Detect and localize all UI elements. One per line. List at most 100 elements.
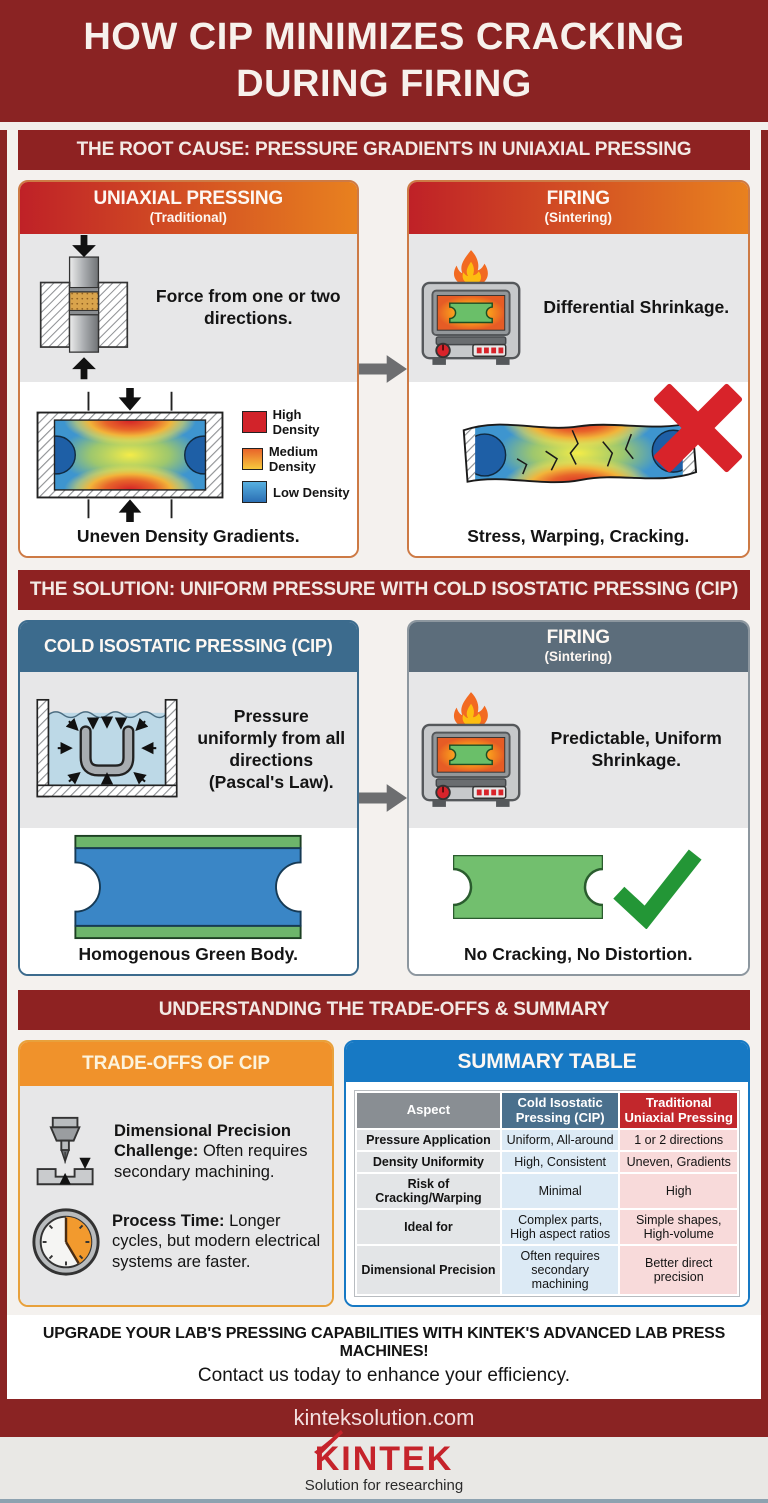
banner-root-cause: THE ROOT CAUSE: PRESSURE GRADIENTS IN UN… bbox=[18, 130, 750, 170]
legend-item-high: High Density bbox=[242, 407, 351, 437]
cta-regular-line: Contact us today to enhance your efficie… bbox=[197, 1365, 571, 1387]
green-checkmark-icon bbox=[611, 845, 703, 929]
tradeoffs-panel-header: TRADE-OFFS OF CIP bbox=[20, 1042, 332, 1086]
cip-panel-header: COLD ISOSTATIC PRESSING (CIP) bbox=[20, 622, 357, 672]
right-arrow-icon bbox=[358, 784, 407, 812]
firing1-panel-subtitle: (Sintering) bbox=[544, 210, 613, 226]
col-header-traditional: Traditional Uniaxial Pressing bbox=[620, 1093, 737, 1129]
banner-solution: THE SOLUTION: UNIFORM PRESSURE WITH COLD… bbox=[18, 570, 750, 610]
summary-body: Aspect Cold Isostatic Pressing (CIP) Tra… bbox=[346, 1082, 748, 1306]
uniaxial-panel-bottom: High Density Medium Density Low Density … bbox=[20, 382, 357, 556]
website-link[interactable]: kinteksolution.com bbox=[293, 1405, 475, 1431]
tradeoff-time-rest: Longer cycles, but modern electrical sys… bbox=[112, 1212, 321, 1271]
cip-panel-bottom: Homogenous Green Body. bbox=[20, 828, 357, 974]
table-row: Dimensional Precision Often requires sec… bbox=[357, 1246, 737, 1295]
page-title-line2: DURING FIRING bbox=[236, 63, 532, 105]
uniaxial-pressing-panel: UNIAXIAL PRESSING (Traditional) bbox=[18, 180, 359, 558]
tradeoffs-panel-title: TRADE-OFFS OF CIP bbox=[82, 1052, 270, 1074]
row-tradeoffs: TRADE-OFFS OF CIP bbox=[7, 1040, 761, 1308]
red-x-icon bbox=[644, 374, 748, 482]
cell-cip-1: High, Consistent bbox=[501, 1152, 619, 1173]
firing1-description: Differential Shrinkage. bbox=[543, 297, 730, 318]
brand-tagline: Solution for researching bbox=[304, 1477, 464, 1495]
sintered-part-row bbox=[453, 834, 703, 940]
furnace-icon bbox=[417, 690, 525, 810]
table-row: Risk of Cracking/Warping Minimal High bbox=[357, 1174, 737, 1209]
legend-item-low: Low Density bbox=[242, 481, 351, 503]
banner-tradeoffs: UNDERSTANDING THE TRADE-OFFS & SUMMARY bbox=[18, 990, 750, 1030]
table-row: Density Uniformity High, Consistent Unev… bbox=[357, 1152, 737, 1173]
density-gradient-die-icon bbox=[26, 388, 234, 522]
firing2-panel-subtitle: (Sintering) bbox=[544, 649, 613, 665]
summary-panel-title: SUMMARY TABLE bbox=[457, 1050, 637, 1074]
uniaxial-panel-subtitle: (Traditional) bbox=[149, 210, 227, 226]
table-row: Pressure Application Uniform, All-around… bbox=[357, 1130, 737, 1151]
cell-cip-2: Minimal bbox=[501, 1174, 619, 1209]
tradeoff-item-precision: Dimensional Precision Challenge: Often r… bbox=[30, 1114, 322, 1190]
row-solution: COLD ISOSTATIC PRESSING (CIP) bbox=[7, 620, 761, 976]
uniaxial-press-icon bbox=[28, 235, 140, 381]
medium-density-swatch bbox=[242, 448, 263, 470]
sintered-part-icon bbox=[453, 855, 604, 919]
high-density-swatch bbox=[242, 411, 267, 433]
cell-trad-3: Simple shapes, High-volume bbox=[620, 1210, 737, 1245]
uniaxial-panel-header: UNIAXIAL PRESSING (Traditional) bbox=[20, 182, 357, 234]
furnace-icon bbox=[417, 248, 525, 368]
legend-item-medium: Medium Density bbox=[242, 444, 351, 474]
cell-cip-3: Complex parts, High aspect ratios bbox=[501, 1210, 619, 1245]
col-header-cip: Cold Isostatic Pressing (CIP) bbox=[501, 1093, 619, 1129]
firing2-caption: No Cracking, No Distortion. bbox=[464, 944, 693, 964]
firing2-panel-title: FIRING bbox=[546, 627, 610, 649]
tradeoff-item-time: Process Time: Longer cycles, but modern … bbox=[30, 1206, 322, 1278]
cip-panel: COLD ISOSTATIC PRESSING (CIP) bbox=[18, 620, 359, 976]
cell-trad-0: 1 or 2 directions bbox=[620, 1130, 737, 1151]
cell-aspect-2: Risk of Cracking/Warping bbox=[357, 1174, 500, 1209]
tradeoff-time-bold: Process Time: bbox=[112, 1212, 225, 1231]
page-header: HOW CIP MINIMIZES CRACKING DURING FIRING bbox=[0, 0, 768, 122]
website-bar: kinteksolution.com bbox=[0, 1399, 768, 1438]
cta-block: UPGRADE YOUR LAB'S PRESSING CAPABILITIES… bbox=[7, 1315, 761, 1400]
uniaxial-caption: Uneven Density Gradients. bbox=[76, 526, 300, 546]
uniaxial-panel-title: UNIAXIAL PRESSING bbox=[93, 188, 284, 210]
firing-panel-2: FIRING (Sintering) bbox=[406, 620, 750, 976]
main-content: THE ROOT CAUSE: PRESSURE GRADIENTS IN UN… bbox=[0, 130, 768, 1400]
tradeoff-precision-text: Dimensional Precision Challenge: Often r… bbox=[114, 1121, 322, 1181]
cip-panel-top: Pressure uniformly from all directions (… bbox=[20, 672, 357, 828]
cell-aspect-4: Dimensional Precision bbox=[357, 1246, 500, 1295]
summary-header-row: Aspect Cold Isostatic Pressing (CIP) Tra… bbox=[357, 1093, 737, 1129]
density-diagram-row: High Density Medium Density Low Density bbox=[26, 388, 351, 522]
cell-trad-4: Better direct precision bbox=[620, 1246, 737, 1295]
tradeoff-precision-rest: Often requires secondary machining. bbox=[114, 1142, 308, 1181]
arrow-zone-2 bbox=[358, 620, 407, 976]
firing1-panel-top: Differential Shrinkage. bbox=[408, 234, 748, 382]
firing-panel-1: FIRING (Sintering) bbox=[406, 180, 750, 558]
low-density-label: Low Density bbox=[273, 484, 350, 500]
green-body-icon bbox=[73, 834, 303, 940]
firing2-description: Predictable, Uniform Shrinkage. bbox=[550, 728, 722, 770]
isostatic-bath-icon bbox=[28, 690, 186, 810]
cell-trad-1: Uneven, Gradients bbox=[620, 1152, 737, 1173]
firing1-panel-bottom: Stress, Warping, Cracking. bbox=[408, 382, 748, 556]
firing1-panel-header: FIRING (Sintering) bbox=[408, 182, 748, 234]
density-legend: High Density Medium Density Low Density bbox=[242, 407, 351, 503]
summary-table: Aspect Cold Isostatic Pressing (CIP) Tra… bbox=[354, 1090, 740, 1298]
cip-description: Pressure uniformly from all directions (… bbox=[197, 706, 346, 792]
firing2-panel-bottom: No Cracking, No Distortion. bbox=[408, 828, 748, 974]
warped-part-row bbox=[458, 383, 743, 522]
cell-cip-4: Often requires secondary machining bbox=[501, 1246, 619, 1295]
cell-aspect-0: Pressure Application bbox=[357, 1130, 500, 1151]
brand-k-swoosh-icon bbox=[313, 1430, 343, 1457]
brand-logo: KINTEK bbox=[313, 1430, 454, 1476]
right-arrow-icon bbox=[358, 355, 407, 383]
summary-panel-header: SUMMARY TABLE bbox=[346, 1042, 748, 1082]
cip-panel-title: COLD ISOSTATIC PRESSING (CIP) bbox=[43, 636, 333, 657]
cell-cip-0: Uniform, All-around bbox=[501, 1130, 619, 1151]
page-title-line1: HOW CIP MINIMIZES CRACKING bbox=[83, 15, 685, 58]
firing1-panel-title: FIRING bbox=[546, 188, 610, 210]
uniaxial-panel-top: Force from one or two directions. bbox=[20, 234, 357, 382]
cell-aspect-3: Ideal for bbox=[357, 1210, 500, 1245]
low-density-swatch bbox=[242, 481, 267, 503]
clock-icon bbox=[30, 1206, 102, 1278]
high-density-label: High Density bbox=[272, 407, 320, 437]
machining-icon bbox=[30, 1114, 104, 1190]
